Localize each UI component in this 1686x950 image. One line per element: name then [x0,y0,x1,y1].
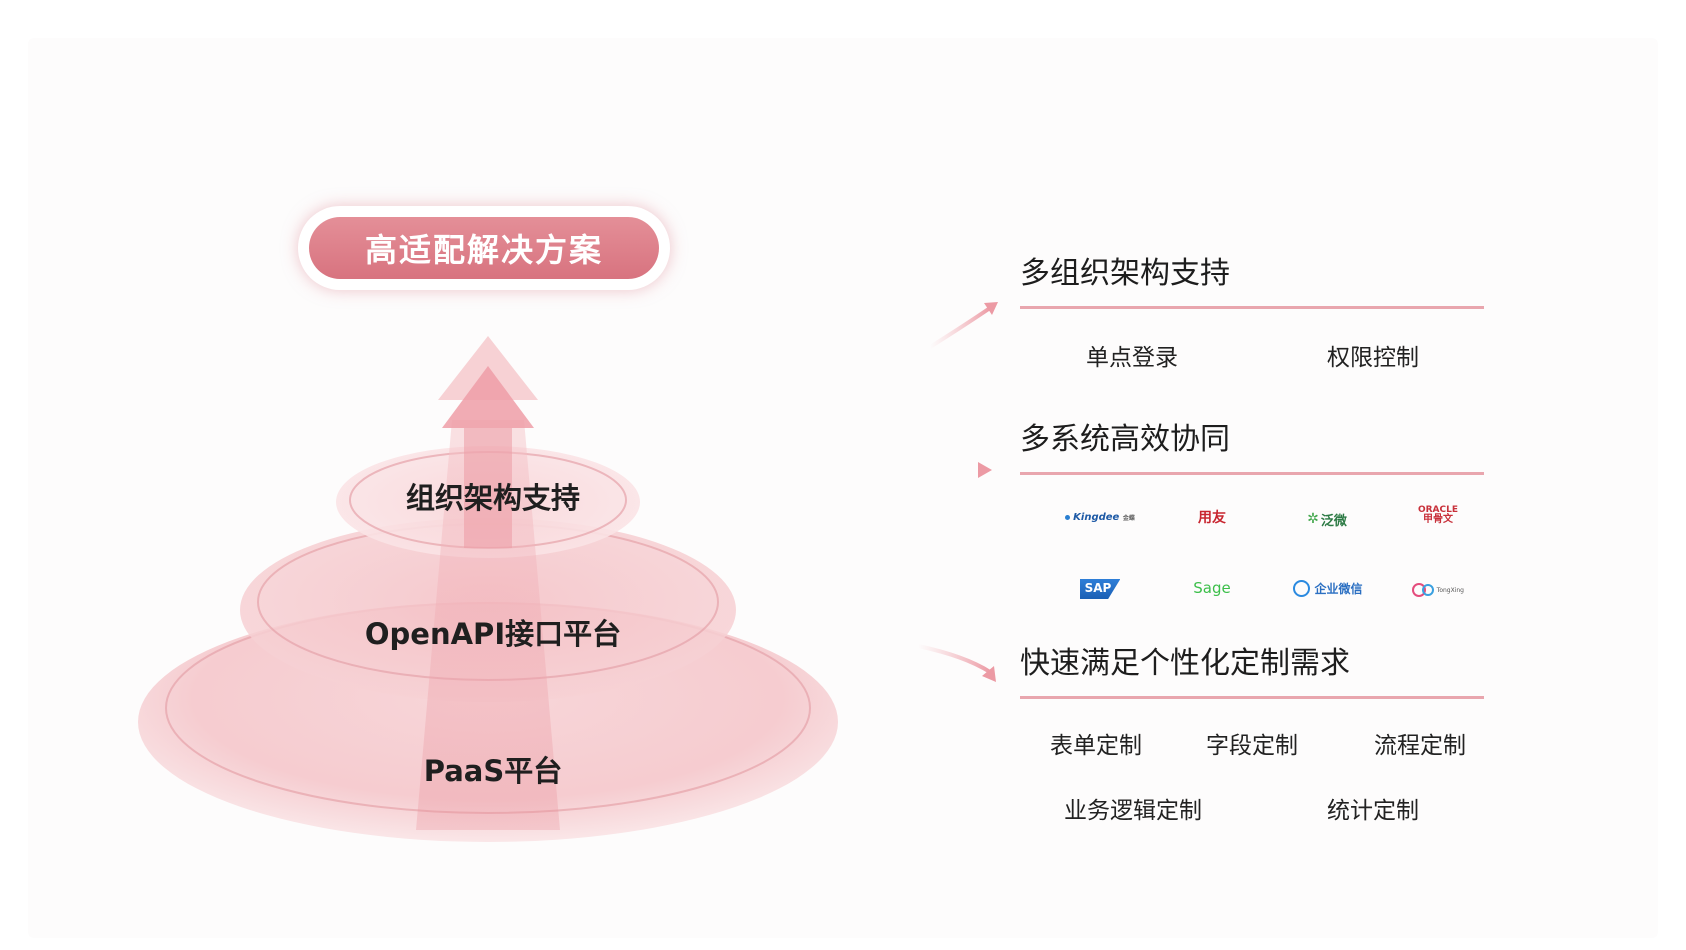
tongxing-logo: TongXing [1412,575,1464,605]
section-divider [1020,472,1484,475]
fanwei-logo: ✲泛微 [1307,511,1347,529]
connector-arrow-bottom-head [982,666,996,682]
title-pill: 高适配解决方案 [298,206,670,290]
pyramid-arrow-head-inner [442,366,534,428]
title-text: 高适配解决方案 [309,217,659,279]
yonyou-logo: 用友 [1198,510,1226,526]
connector-arrow-top [928,306,992,349]
kingdee-logo: Kingdee 金蝶 [1064,502,1136,532]
section-divider [1020,306,1484,309]
layer-label-bottom: PaaS平台 [423,754,563,788]
item-field-custom: 字段定制 [1206,733,1298,759]
section-title: 快速满足个性化定制需求 [1020,646,1350,681]
wecom-logo: 企业微信 [1288,573,1368,603]
section-multi-system: 多系统高效协同 [1020,418,1488,475]
pyramid-arrow-shaft [416,420,560,830]
item-flow-custom: 流程定制 [1374,733,1466,759]
connector-arrow-top-head [984,302,998,315]
connector-arrow-middle-head [978,462,992,478]
oracle-logo: ORACLE 甲骨文 [1417,505,1459,525]
section-title: 多组织架构支持 [1020,256,1230,291]
sap-logo: SAP [1078,574,1122,604]
sage-logo: Sage [1193,579,1231,597]
item-logic-custom: 业务逻辑定制 [1064,798,1202,824]
section-divider [1020,696,1484,699]
section-customization: 快速满足个性化定制需求 [1020,642,1488,699]
item-stats-custom: 统计定制 [1327,798,1419,824]
pyramid-arrow-stem [464,428,512,548]
item-form-custom: 表单定制 [1050,733,1142,759]
item-sso: 单点登录 [1086,345,1178,371]
item-permission: 权限控制 [1327,345,1419,371]
section-title: 多系统高效协同 [1020,422,1230,457]
layer-label-top: 组织架构支持 [405,481,580,515]
connector-arrow-bottom [916,644,992,674]
section-multi-org: 多组织架构支持 [1020,252,1488,309]
layer-label-middle: OpenAPI接口平台 [364,617,622,651]
